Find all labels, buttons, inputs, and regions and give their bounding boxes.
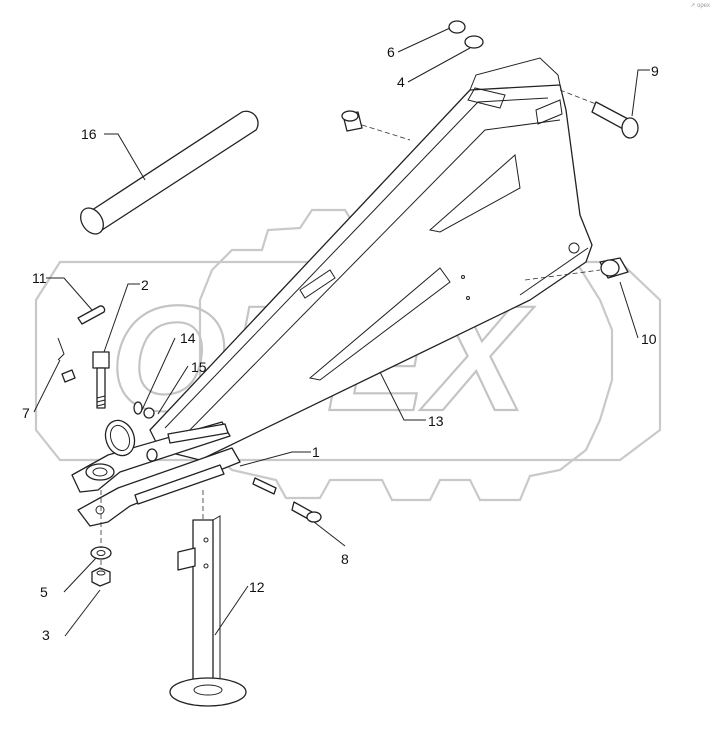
part-16-tube bbox=[80, 110, 259, 235]
part-12-jack-stand bbox=[169, 515, 247, 707]
callout-16: 16 bbox=[81, 126, 97, 142]
callout-11: 11 bbox=[32, 270, 47, 286]
part-11-cotter-pin bbox=[57, 305, 106, 383]
assembly-line bbox=[524, 269, 601, 281]
callout-10: 10 bbox=[641, 331, 657, 347]
corner-mark: ↗ opex bbox=[690, 3, 710, 9]
callout-14: 14 bbox=[180, 330, 196, 346]
part-2-bolt bbox=[92, 351, 110, 409]
callout-3: 3 bbox=[42, 627, 50, 643]
callout-12: 12 bbox=[249, 579, 265, 595]
callout-8: 8 bbox=[341, 551, 349, 567]
part-15-washer bbox=[133, 401, 158, 462]
callout-5: 5 bbox=[40, 584, 48, 600]
watermark-banner bbox=[34, 260, 662, 462]
part-6-ring bbox=[448, 20, 466, 34]
callout-13: 13 bbox=[428, 413, 444, 429]
callout-6: 6 bbox=[387, 44, 395, 60]
part-8-pin bbox=[252, 477, 322, 523]
part-13-frame bbox=[149, 57, 593, 461]
part-5-washer bbox=[90, 546, 112, 560]
part-spacer bbox=[341, 110, 411, 141]
callout-2: 2 bbox=[141, 277, 149, 293]
leaders bbox=[33, 27, 650, 637]
part-4-ring bbox=[464, 35, 484, 49]
part-9-pin bbox=[591, 101, 639, 139]
part-3-nut bbox=[91, 567, 111, 587]
callout-9: 9 bbox=[651, 63, 659, 79]
callout-15: 15 bbox=[191, 359, 207, 375]
part-7-ring-pin bbox=[104, 419, 136, 457]
part-10-bush bbox=[599, 257, 629, 279]
assembly-line bbox=[559, 89, 597, 105]
callout-4: 4 bbox=[397, 74, 405, 90]
callout-1: 1 bbox=[312, 444, 320, 460]
callout-7: 7 bbox=[22, 405, 30, 421]
